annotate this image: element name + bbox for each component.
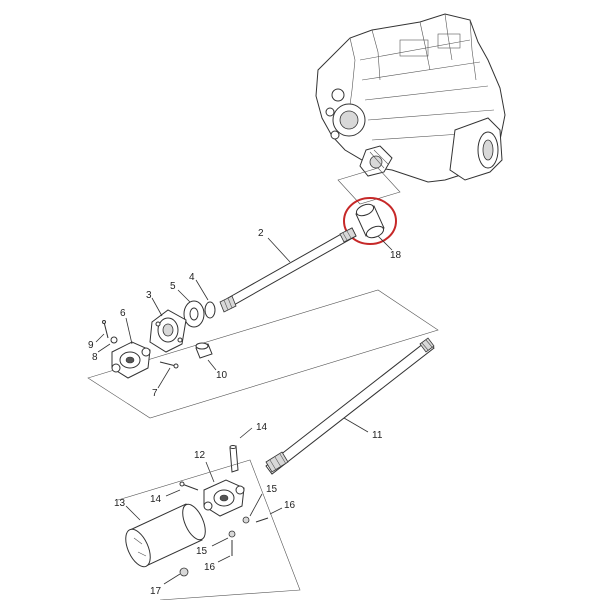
part-15-nut-lower [228, 530, 236, 538]
callout-15-right: 15 [266, 484, 278, 495]
callout-15-lower: 15 [196, 546, 208, 557]
part-4-ring [204, 301, 216, 319]
transmission-housing [315, 13, 506, 205]
shaft-2 [219, 227, 357, 313]
part-16-bolt-right [255, 517, 269, 523]
callout-3: 3 [146, 290, 152, 301]
part-5-washer [183, 300, 205, 328]
callout-2: 2 [258, 228, 264, 239]
assembly-plane-1 [87, 289, 439, 419]
part-14-pin-left [179, 481, 199, 491]
callout-17: 17 [150, 586, 162, 597]
part-13-cover [125, 503, 206, 568]
callout-16-right: 16 [284, 500, 296, 511]
part-9-pin [102, 320, 109, 339]
callout-8: 8 [92, 352, 98, 363]
part-3-flange [149, 309, 187, 353]
callout-5: 5 [170, 281, 176, 292]
callout-11: 11 [372, 430, 383, 441]
callout-13: 13 [114, 498, 126, 509]
highlight-circle [343, 197, 397, 245]
callout-16-lower: 16 [204, 562, 216, 573]
callout-6: 6 [120, 308, 126, 319]
part-15-nut-right [242, 516, 250, 524]
callout-14-upper: 14 [256, 422, 268, 433]
callout-7: 7 [152, 388, 158, 399]
part-10-sleeve [195, 342, 213, 359]
part-14-pin-upper [229, 445, 239, 473]
part-17-nut [179, 567, 189, 577]
part-8-washer [110, 336, 118, 344]
callout-18: 18 [390, 250, 402, 261]
shaft-11 [265, 337, 435, 475]
part-6-yoke [111, 341, 151, 379]
callout-14-left: 14 [150, 494, 162, 505]
callout-9: 9 [88, 340, 94, 351]
assembly-plane-3 [117, 459, 301, 600]
part-12-yoke [203, 479, 245, 517]
part-18-bushing [355, 203, 385, 239]
part-7-bolt [159, 361, 179, 369]
callout-10: 10 [216, 370, 228, 381]
callout-4: 4 [189, 272, 195, 283]
callout-12: 12 [194, 450, 206, 461]
